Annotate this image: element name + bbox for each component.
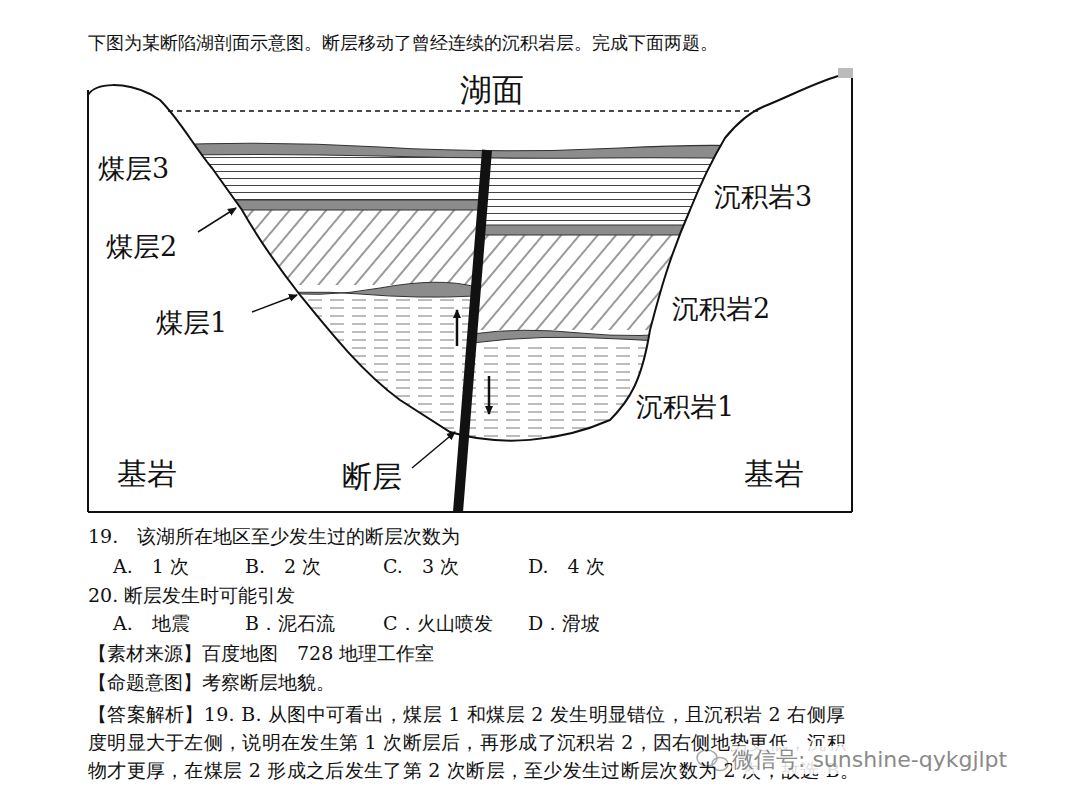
leader-line — [252, 295, 297, 312]
layer-label: 沉积岩3 — [712, 180, 814, 214]
leader-line — [412, 432, 455, 468]
layer-label: 煤层1 — [154, 306, 229, 340]
option-text: A. 地震 — [113, 612, 190, 636]
frame-line — [87, 90, 89, 512]
bedrock-label: 基岩 — [742, 455, 806, 493]
layer-label: 沉积岩2 — [670, 292, 772, 326]
frame-line — [851, 74, 853, 512]
corner-mark — [838, 68, 853, 78]
question-text: 19. 该湖所在地区至少发生过的断层次数为 — [88, 525, 460, 549]
option-text: A. 1 次 — [113, 555, 189, 579]
layer-label: 煤层3 — [96, 152, 171, 186]
option-text: B. 2 次 — [245, 555, 321, 579]
frame-line — [88, 511, 852, 513]
layer-label: 煤层2 — [104, 230, 179, 264]
note-text: 【命题意图】考察断层地貌。 — [88, 671, 335, 695]
lake-label: 湖面 — [458, 70, 526, 110]
note-text: 【素材来源】百度地图 728 地理工作室 — [88, 642, 434, 666]
bedrock-label: 基岩 — [115, 455, 179, 493]
lake-surface — [168, 110, 758, 112]
option-text: B．泥石流 — [245, 612, 335, 636]
option-text: C. 3 次 — [383, 555, 459, 579]
option-text: D．滑坡 — [528, 612, 600, 636]
option-text: C．火山喷发 — [383, 612, 493, 636]
leader-line — [198, 208, 236, 232]
subsidence-arrow — [488, 376, 491, 414]
option-text: D. 4 次 — [528, 555, 605, 579]
uplift-arrow — [456, 310, 459, 346]
fault-label: 断层 — [340, 458, 404, 496]
question-text: 20. 断层发生时可能引发 — [88, 584, 295, 608]
intro-text: 下图为某断陷湖剖面示意图。断层移动了曾经连续的沉积岩层。完成下面两题。 — [88, 32, 718, 55]
fault-line — [458, 150, 487, 512]
basin-outline — [88, 76, 838, 441]
layer-label: 沉积岩1 — [634, 390, 736, 424]
watermark: 微信号: sunshine-qykgjlpt — [732, 746, 1007, 774]
